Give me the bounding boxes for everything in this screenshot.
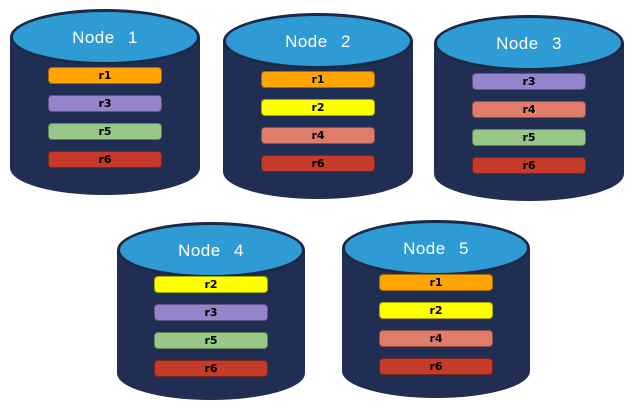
cylinder-top: Node 4	[117, 222, 305, 278]
cylinder-top: Node 5	[342, 220, 530, 276]
replica-bar-label: r1	[311, 73, 325, 86]
replica-bar-label: r4	[311, 129, 325, 142]
replica-bar-label: r3	[204, 306, 218, 319]
node-title: Node 4	[178, 241, 244, 260]
replica-bar: r5	[472, 129, 586, 146]
replica-bar: r2	[379, 302, 493, 319]
replica-bar: r3	[472, 73, 586, 90]
node-title: Node 2	[285, 32, 351, 51]
replica-bar-label: r4	[429, 332, 443, 345]
replica-bar: r6	[261, 155, 375, 172]
node-title: Node 3	[496, 34, 562, 53]
replica-bar-label: r1	[98, 69, 112, 82]
cylinder-top: Node 3	[434, 15, 624, 71]
replica-bar-label: r6	[522, 159, 536, 172]
replica-bar-label: r3	[98, 97, 112, 110]
replica-bar: r4	[472, 101, 586, 118]
replica-bar-label: r6	[311, 157, 325, 170]
replica-bar-label: r3	[522, 75, 536, 88]
cylinder-top: Node 1	[10, 9, 200, 65]
db-node-2: Node 2 r1 r2 r4 r6	[223, 13, 413, 199]
replica-bar-label: r6	[429, 360, 443, 373]
replica-bar-label: r6	[98, 153, 112, 166]
replica-bar-label: r1	[429, 276, 443, 289]
replica-bar: r3	[48, 95, 162, 112]
replica-bar-label: r2	[311, 101, 325, 114]
replica-bars: r1 r3 r5 r6	[48, 67, 162, 168]
replica-bars: r1 r2 r4 r6	[379, 274, 493, 375]
replica-bar: r3	[154, 304, 268, 321]
replica-bar: r6	[472, 157, 586, 174]
replica-bar: r1	[379, 274, 493, 291]
replica-bar: r2	[154, 276, 268, 293]
replica-bars: r3 r4 r5 r6	[472, 73, 586, 174]
replica-bar: r1	[48, 67, 162, 84]
replica-bar: r4	[261, 127, 375, 144]
replica-bar: r6	[154, 360, 268, 377]
node-title: Node 1	[72, 28, 138, 47]
replica-bar-label: r2	[204, 278, 218, 291]
replica-bar-label: r2	[429, 304, 443, 317]
replica-bar-label: r5	[204, 334, 218, 347]
cylinder-top: Node 2	[223, 13, 413, 69]
db-node-1: Node 1 r1 r3 r5 r6	[10, 9, 200, 195]
db-node-4: Node 4 r2 r3 r5 r6	[117, 222, 305, 400]
replica-bar-label: r5	[98, 125, 112, 138]
replica-bar: r2	[261, 99, 375, 116]
replica-bars: r1 r2 r4 r6	[261, 71, 375, 172]
replica-bar-label: r5	[522, 131, 536, 144]
replica-bar: r6	[379, 358, 493, 375]
db-node-5: Node 5 r1 r2 r4 r6	[342, 220, 530, 398]
replica-bar: r4	[379, 330, 493, 347]
replica-bar: r5	[48, 123, 162, 140]
replica-bar: r5	[154, 332, 268, 349]
db-node-3: Node 3 r3 r4 r5 r6	[434, 15, 624, 201]
replica-bar-label: r4	[522, 103, 536, 116]
replica-bar-label: r6	[204, 362, 218, 375]
replica-bar: r6	[48, 151, 162, 168]
replica-bars: r2 r3 r5 r6	[154, 276, 268, 377]
node-title: Node 5	[403, 239, 469, 258]
replica-bar: r1	[261, 71, 375, 88]
